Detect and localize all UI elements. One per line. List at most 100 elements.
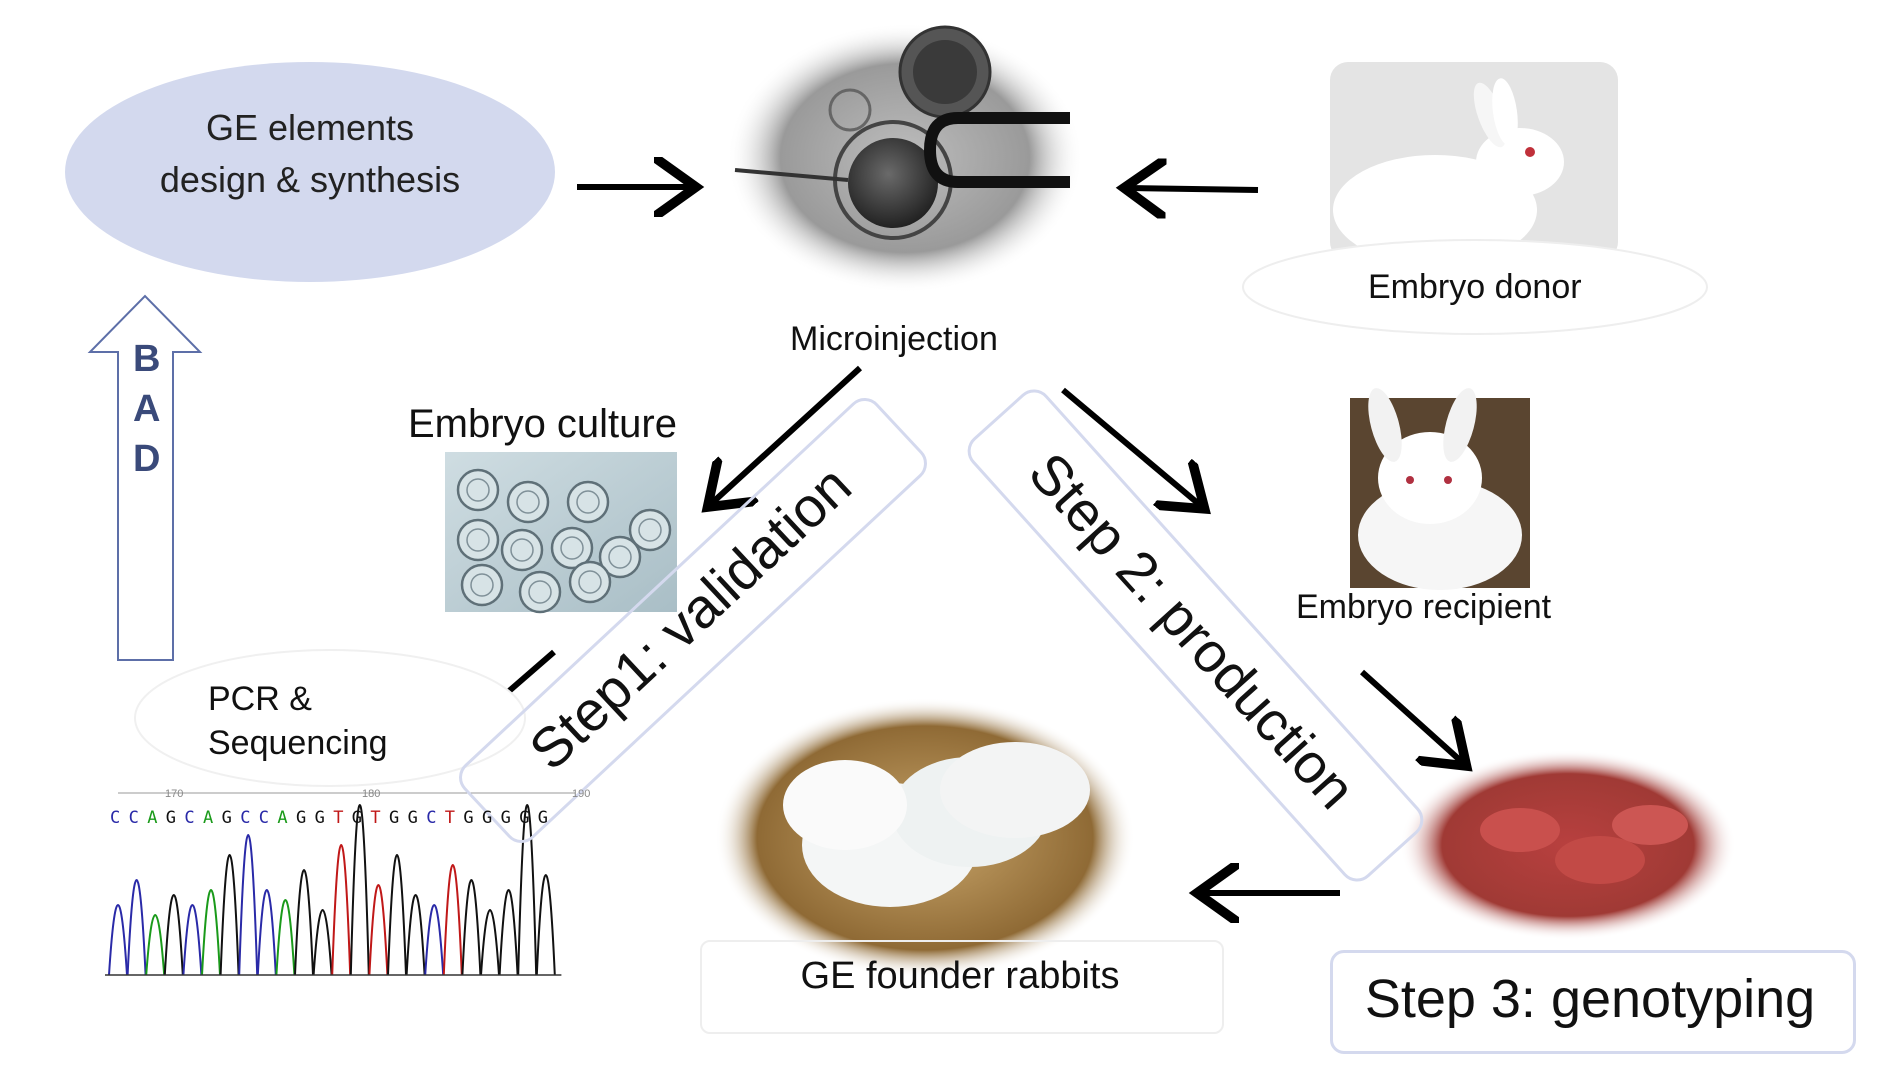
microinjection-label: Microinjection <box>790 320 998 358</box>
embryo-cell-nucleus <box>466 478 490 502</box>
chromatogram-peak <box>368 884 389 976</box>
sequence-base: G <box>389 808 400 828</box>
ruler-tick-label: 190 <box>572 788 591 800</box>
chromatogram-peak <box>238 834 259 976</box>
chromatogram-peak <box>424 904 445 976</box>
embryo-cell-nucleus <box>528 580 552 604</box>
chromatogram-peak <box>163 894 184 976</box>
embryo-culture-label: Embryo culture <box>408 402 677 446</box>
chromatogram-peak <box>387 854 407 976</box>
embryo-cell-nucleus <box>466 528 490 552</box>
embryo-cell <box>500 528 544 572</box>
embryo-recipient-image <box>1350 388 1530 590</box>
sequence-base: G <box>537 808 549 828</box>
chromatogram-peak <box>331 844 352 976</box>
sequence-base: G <box>463 808 474 828</box>
sequence-base: G <box>314 808 325 828</box>
chromatogram-peak <box>349 804 370 976</box>
embryo-cell-nucleus <box>578 570 602 594</box>
sequence-base: C <box>240 808 251 828</box>
sequence-base: T <box>444 808 456 828</box>
embryo-cell <box>566 480 610 524</box>
sequence-base: C <box>426 808 437 828</box>
chromatogram-peak <box>535 874 556 976</box>
sequence-base: C <box>128 808 139 828</box>
embryo-donor-halo <box>1242 239 1708 335</box>
chromatogram-peak <box>256 889 277 976</box>
embryo-cell-nucleus <box>608 545 632 569</box>
embryo-cell-nucleus <box>638 518 662 542</box>
chromatogram-peak <box>294 869 314 976</box>
microinjection-image <box>727 23 1083 293</box>
sequence-base: C <box>258 808 270 828</box>
embryo-cell <box>550 526 594 570</box>
sequence-base: G <box>407 808 418 828</box>
sequence-base: G <box>519 808 530 828</box>
sequence-base: G <box>296 808 307 828</box>
sequence-base: A <box>147 808 158 828</box>
arrow-microinjection-to-culture <box>712 365 863 503</box>
arrow-recipient-to-newborns <box>1359 669 1462 762</box>
bad-letter-d: D <box>133 438 161 480</box>
sequence-base: G <box>482 808 493 828</box>
step3-box <box>1330 950 1856 1054</box>
embryo-cell <box>518 570 562 614</box>
sequence-base: G <box>221 808 232 828</box>
arrow-microinjection-to-recipient <box>1061 387 1200 505</box>
embryo-cell <box>456 518 500 562</box>
ruler-tick-label: 170 <box>165 788 184 800</box>
embryo-donor-image <box>1330 62 1618 265</box>
bad-letter-a: A <box>133 388 161 430</box>
sequence-base: A <box>277 808 288 828</box>
sequence-base: T <box>333 808 344 828</box>
chromatogram <box>105 792 575 976</box>
embryo-cell-nucleus <box>576 490 600 514</box>
chromatogram-peak <box>480 909 500 976</box>
newborn-rabbits-image <box>1400 750 1736 940</box>
embryo-recipient-label: Embryo recipient <box>1296 588 1552 626</box>
sequence-base: T <box>370 808 381 828</box>
founder-label-box <box>700 940 1224 1034</box>
sequence-base: G <box>165 808 177 828</box>
bad-arrow-shape <box>87 294 203 661</box>
ruler-tick-label: 180 <box>362 788 381 800</box>
embryo-cell <box>568 560 612 604</box>
embryo-cell-nucleus <box>516 490 540 514</box>
sequence-base: A <box>203 808 214 828</box>
chromatogram-peak <box>201 889 221 976</box>
sequence-base: C <box>184 808 195 828</box>
chromatogram-peak <box>182 904 203 976</box>
chromatogram-peak <box>498 889 519 976</box>
embryo-cell <box>598 535 642 579</box>
arrow-donor-to-microinjection <box>1130 188 1259 190</box>
pcr-label-line1: PCR & <box>208 680 312 718</box>
chromatogram-peak <box>517 804 538 976</box>
chromatogram-peak <box>442 864 463 976</box>
embryo-cell <box>460 563 504 607</box>
embryo-cell <box>628 508 672 552</box>
sequence-base: C <box>110 808 121 828</box>
chromatogram-peak <box>108 904 128 976</box>
embryo-donor-label: Embryo donor <box>1368 268 1582 306</box>
chromatogram-peak <box>145 914 166 976</box>
founder-rabbits-image <box>715 698 1135 978</box>
chromatogram-peak <box>275 899 296 976</box>
chromatogram-peak <box>405 894 426 976</box>
embryo-cell <box>506 480 550 524</box>
chromatogram-peak <box>219 854 240 976</box>
ge-elements-label: GE elements design & synthesis <box>159 107 461 200</box>
ge-elements-ellipse <box>65 62 555 282</box>
chromatogram-peak <box>312 909 333 976</box>
ge-founder-label: GE founder rabbits <box>800 955 1120 997</box>
embryo-culture-image <box>445 452 677 614</box>
embryo-cell <box>456 468 500 512</box>
chromatogram-peak <box>461 879 482 976</box>
embryo-cell-nucleus <box>510 538 534 562</box>
chromatogram-peak <box>126 879 147 976</box>
bad-letter-b: B <box>133 338 161 380</box>
sequence-base: G <box>351 808 363 828</box>
embryo-cell-nucleus <box>560 536 584 560</box>
embryo-cell-nucleus <box>470 573 494 597</box>
pcr-label-line2: Sequencing <box>208 724 388 762</box>
